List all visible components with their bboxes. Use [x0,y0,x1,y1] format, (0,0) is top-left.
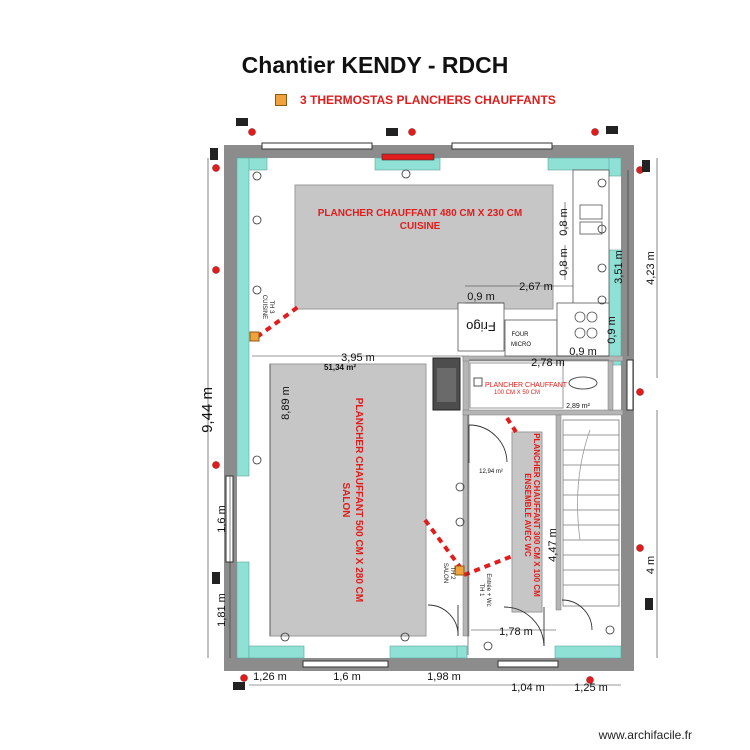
dim-counter-depth-top: 0,8 m [558,208,570,236]
heating-zone-living [269,363,427,637]
dim-living-depth: 8,89 m [280,386,292,420]
socket-icons [252,169,615,651]
dim-left-bottom: 1,81 m [216,593,228,627]
dim-kitchen-counter: 2,67 m [519,281,553,293]
thermostat-legend-label: 3 THERMOSTAS PLANCHERS CHAUFFANTS [300,93,556,107]
area-main: 51,34 m² [324,363,356,372]
th2-label-2: SALON [442,563,448,583]
wall-lamp-icons [210,118,653,690]
dim-right-upper: 3,51 m [613,250,625,284]
small-zone-label-2: 100 CM X 50 CM [494,390,540,396]
heating-zone-kitchen [294,184,554,310]
dim-hall-width: 1,78 m [499,626,533,638]
wc-zone-label-1: PLANCHER CHAUFFANT 300 CM X 100 CM [532,433,541,597]
th3-label-1: TH 3 [268,300,274,314]
windows [236,157,622,659]
thermostat-th2 [454,565,465,576]
washbasin [568,376,598,390]
plan-title: Chantier KENDY - RDCH [241,52,509,78]
th1-label-1: TH 1 [478,583,484,597]
dim-left-window: 1,6 m [216,505,228,533]
dimension-lines [207,158,658,686]
area-entry: 12,94 m² [479,469,503,475]
outside-light-icons [212,128,644,684]
living-zone-label-1: PLANCHER CHAUFFANT 500 CM X 280 CM [353,398,364,602]
dim-living-width: 3,95 m [341,352,375,364]
kitchen-zone-label-2: CUISINE [400,221,441,232]
dim-hall-depth: 4,47 m [547,528,559,562]
dim-bottom-5: 1,25 m [574,682,608,694]
fridge-block [457,302,505,352]
window-frames [225,142,634,668]
footer-credit: www.archifacile.fr [598,728,692,742]
thermostat-links [255,305,518,577]
heating-zone-wc [511,431,543,613]
top-radiator [381,153,435,161]
dim-oven-depth: 0,9 m [606,316,618,344]
dim-partition: 2,78 m [531,357,565,369]
thermostat-th3 [249,331,260,342]
dim-right-total: 4,23 m [645,251,657,285]
cooktop-icon [574,311,598,339]
living-zone-label-2: SALON [340,483,351,518]
dim-counter-depth-mid: 0,8 m [558,248,570,276]
micro-label: MICRO [511,342,531,348]
th3-label-2: CUISINE [261,295,267,319]
small-zone-label-1: PLANCHER CHAUFFANT [485,382,568,389]
dim-bottom-1: 1,26 m [253,671,287,683]
thermostat-legend-swatch [275,94,287,106]
area-bath: 2,89 m² [566,403,590,410]
wc-zone-label-2: ENSEMBLE AVEC WC [523,473,532,557]
th2-label-1: TH 2 [449,566,455,580]
dim-overall-height: 9,44 m [199,387,216,433]
kitchen-zone-label-1: PLANCHER CHAUFFANT 480 CM X 230 CM [318,208,522,219]
dim-oven-width: 0,9 m [569,346,597,358]
dim-fridge-width: 0,9 m [467,291,495,303]
doors [427,424,593,647]
dim-bottom-2: 1,6 m [333,671,361,683]
th1-label-2: Entrée + Wc [485,573,491,606]
staircase [562,419,620,607]
oven-label: FOUR [512,332,530,338]
interior-partitions [462,355,624,637]
dim-right-lower: 4 m [645,556,657,574]
fridge-label: Frigo [466,319,496,334]
heating-zone-small [469,362,564,409]
small-fixture [473,377,483,387]
dim-bottom-3: 1,98 m [427,671,461,683]
dim-bottom-4: 1,04 m [511,682,545,694]
